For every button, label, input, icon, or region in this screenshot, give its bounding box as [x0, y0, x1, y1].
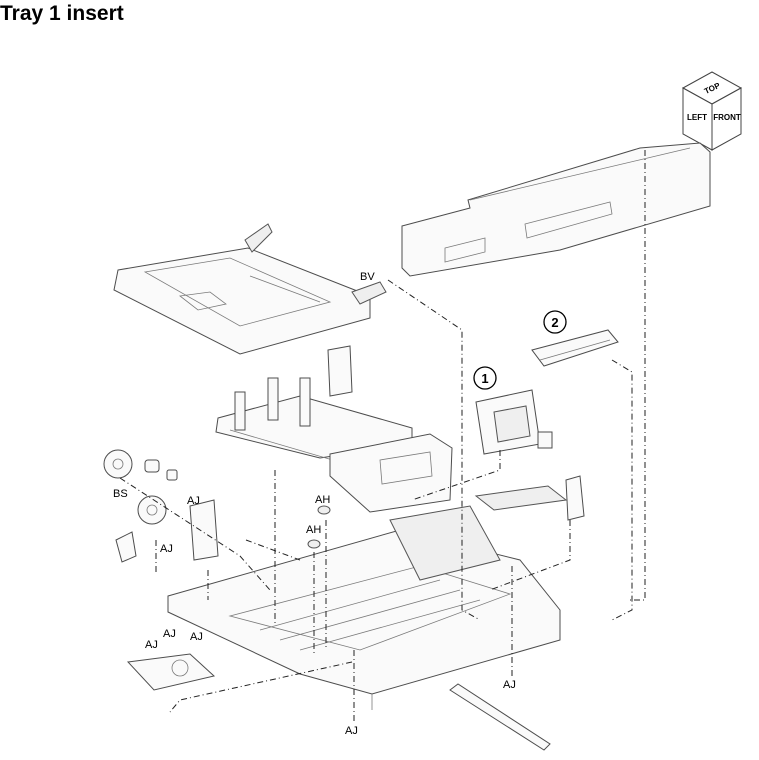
part-2-bracket	[531, 329, 619, 367]
spring-parts	[307, 505, 331, 549]
gear-parts	[103, 449, 219, 563]
tray-body-part	[167, 505, 561, 710]
callout-2-label: 2	[551, 315, 558, 330]
leader-lines	[119, 150, 646, 722]
label-bs: BS	[113, 488, 128, 500]
rail-part	[449, 683, 551, 751]
label-aj-left-2: AJ	[163, 628, 176, 640]
page-title: Tray 1 insert	[0, 2, 124, 25]
side-guide-frame-part	[215, 345, 453, 513]
callout-1: 1	[473, 366, 497, 390]
callout-2: 2	[543, 310, 567, 334]
paper-guide-top-part	[113, 223, 387, 355]
label-aj-left-1: AJ	[145, 639, 158, 651]
label-aj-upper-1: AJ	[187, 495, 200, 507]
label-aj-left-3: AJ	[190, 631, 203, 643]
label-aj-right: AJ	[503, 679, 516, 691]
pad-part	[474, 475, 585, 521]
label-ah-2: AH	[306, 524, 321, 536]
cube-left-label: LEFT	[687, 113, 707, 122]
callout-1-label: 1	[481, 371, 488, 386]
label-aj-upper-2: AJ	[160, 543, 173, 555]
label-bv: BV	[360, 271, 375, 283]
gear-housing-part	[126, 653, 216, 691]
label-ah-1: AH	[315, 494, 330, 506]
label-aj-bottom: AJ	[345, 725, 358, 737]
part-1-bracket	[475, 389, 553, 455]
tray-cover-part	[401, 142, 711, 277]
cube-front-label: FRONT	[713, 113, 741, 122]
orientation-cube: TOP LEFT FRONT	[681, 71, 743, 151]
